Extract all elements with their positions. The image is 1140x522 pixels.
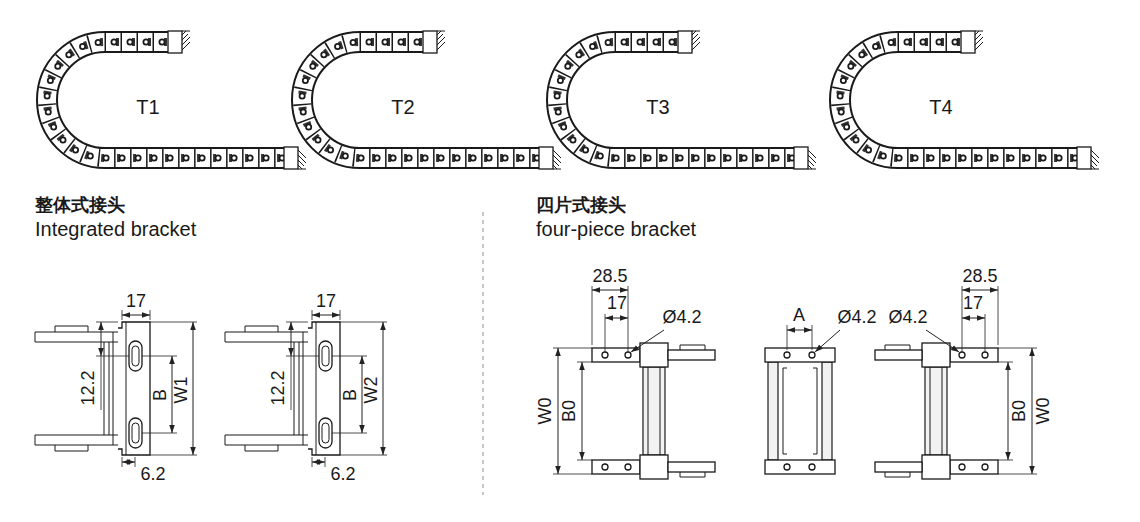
section-heading: 四片式接头: [536, 196, 626, 216]
dimension-label: 17: [126, 292, 146, 312]
dimension-label: 17: [607, 294, 627, 314]
dimension-label: 17: [963, 294, 983, 314]
four-piece-bracket-middle: [765, 325, 840, 474]
drag-chain-t3: [557, 31, 816, 169]
hole-diameter-label: Ø4.2: [662, 308, 701, 328]
integrated-bracket-w2: [225, 310, 387, 467]
four-piece-bracket-right: [875, 286, 1037, 479]
drag-chain-t4: [840, 31, 1099, 169]
dimension-label: 6.2: [330, 465, 355, 485]
dimension-label: 28.5: [592, 267, 627, 287]
drag-chain-t1: [47, 31, 306, 169]
dimension-label: W2: [362, 377, 382, 404]
drag-chain-t2: [302, 31, 561, 169]
dimension-label: 6.2: [140, 465, 165, 485]
chain-type-label: T3: [646, 96, 669, 118]
dimension-label: A: [793, 306, 805, 326]
drag-chain-illustrations: [47, 31, 1099, 169]
section-heading: 整体式接头: [35, 196, 125, 216]
chain-type-label: T4: [929, 96, 952, 118]
dimension-label: B: [151, 389, 171, 401]
four-piece-bracket-left: [553, 286, 715, 479]
chain-type-label: T2: [391, 96, 414, 118]
integrated-bracket-w1: [35, 310, 197, 467]
dimension-label: B0: [1010, 400, 1030, 422]
hole-diameter-label: Ø4.2: [837, 308, 876, 328]
dimension-label: 17: [316, 292, 336, 312]
dimension-label: 28.5: [962, 267, 997, 287]
section-divider: [482, 212, 483, 495]
dimension-label: W0: [1034, 398, 1054, 425]
dimension-label: W0: [536, 398, 556, 425]
dimension-label: W1: [172, 377, 192, 404]
dimension-label: B: [341, 389, 361, 401]
section-heading: four-piece bracket: [536, 218, 696, 240]
dimension-label: B0: [560, 400, 580, 422]
dimension-label: 12.2: [79, 370, 99, 405]
hole-diameter-label: Ø4.2: [888, 308, 927, 328]
dimension-label: 12.2: [269, 370, 289, 405]
chain-type-label: T1: [136, 96, 159, 118]
section-heading: Integrated bracket: [35, 218, 196, 240]
